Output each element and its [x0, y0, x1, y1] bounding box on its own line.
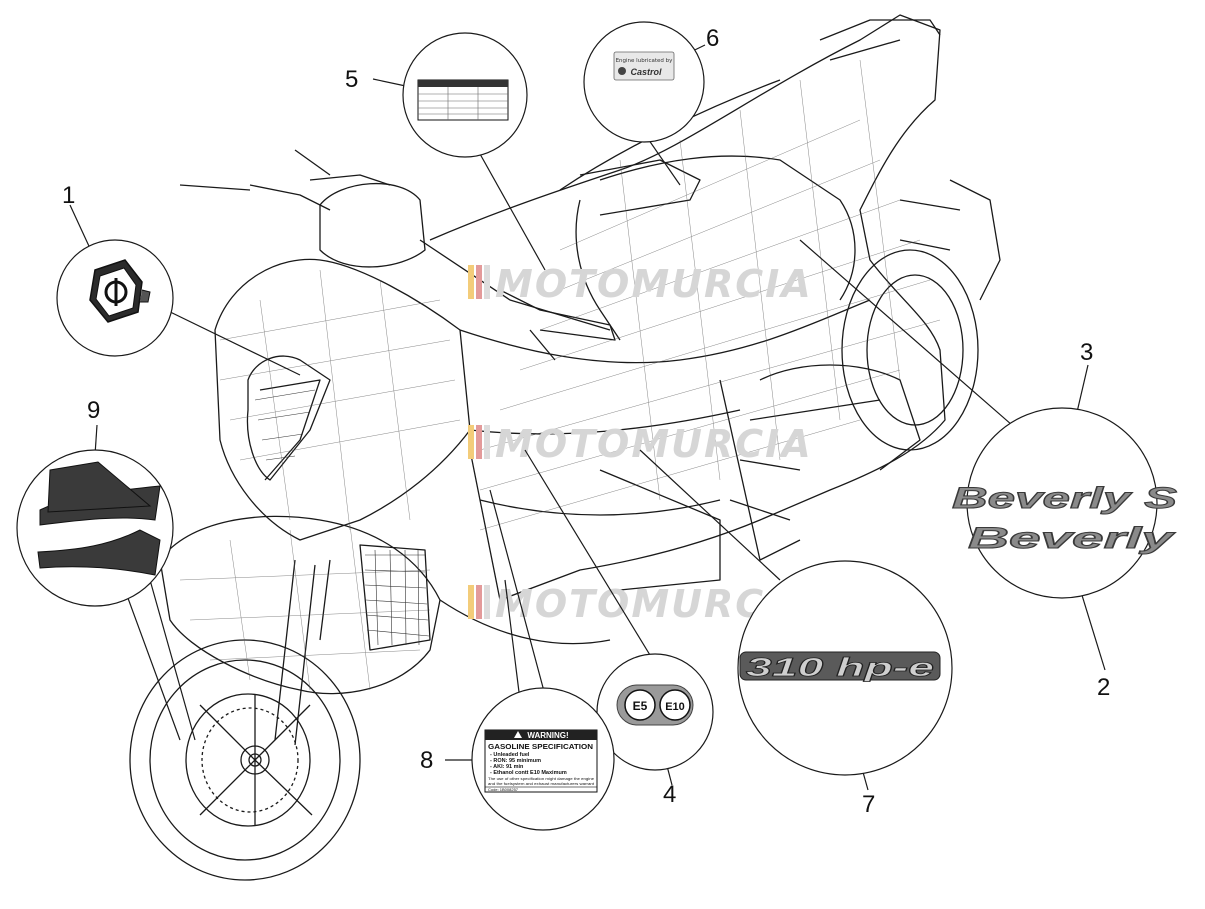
- warning-line: The use of other specification might dam…: [488, 777, 594, 781]
- leader-9c: [124, 589, 181, 741]
- warning-line: and the fuelsystem and exhaust manufactu…: [488, 782, 595, 786]
- tyre-pressure-label: [417, 79, 509, 121]
- beverly-s-logo: Beverly S: [952, 482, 1177, 515]
- watermark-text: MOTOMURCIA: [495, 262, 813, 306]
- callout-9: 9: [87, 397, 100, 424]
- castrol-label: Engine lubricated by Castrol: [613, 51, 675, 81]
- callout-4: 4: [663, 781, 676, 808]
- watermark-text: MOTOMURCIA: [495, 422, 813, 466]
- fuel-e5: E5: [633, 699, 648, 713]
- piaggio-emblem-icon: [89, 259, 151, 323]
- callout-5: 5: [345, 66, 358, 93]
- callout-numbers: 1 2 3 4 5 6 7 8 9: [62, 25, 1110, 818]
- engine-badge: 310 hp-e: [739, 651, 941, 682]
- detail-circle-beverly: [966, 407, 1158, 599]
- watermark: MOTOMURCIA: [468, 422, 813, 466]
- warning-line: - Ethanol contt E10 Maximum: [490, 770, 567, 776]
- callout-1: 1: [62, 182, 75, 209]
- scooter-drawing: [129, 14, 1001, 881]
- callout-8: 8: [420, 747, 433, 774]
- leader-8b: [489, 489, 546, 696]
- warning-line: - Unleaded fuel: [490, 752, 530, 758]
- panel-grid: [179, 59, 941, 691]
- watermark: MOTOMURCIA: [468, 262, 813, 306]
- leader-1b: [161, 307, 301, 376]
- warning-title: WARNING!: [527, 731, 568, 740]
- front-fairing: [159, 258, 471, 695]
- leader-2-3-body: [799, 239, 1021, 433]
- leader-4a: [524, 449, 654, 661]
- watermarks: MOTOMURCIA MOTOMURCIA MOTOMURCIA: [468, 262, 813, 626]
- castrol-caption: Engine lubricated by: [616, 58, 674, 64]
- callout-7: 7: [862, 791, 875, 818]
- front-grille: [254, 389, 430, 646]
- warning-code: Code: 1B008257: [488, 787, 519, 792]
- beverly-logo: Beverly: [968, 522, 1175, 555]
- fuel-compat-label: E5 E10: [616, 684, 694, 726]
- callout-3: 3: [1080, 339, 1093, 366]
- warning-line: - AKI: 91 min: [490, 764, 524, 770]
- warning-label: WARNING! GASOLINE SPECIFICATION - Unlead…: [484, 729, 598, 793]
- callout-6: 6: [706, 25, 719, 52]
- leader-5b: [474, 144, 546, 271]
- leader-7a: [639, 449, 781, 581]
- leader-8c: [504, 579, 521, 701]
- warning-line: - RON: 95 minimum: [490, 758, 541, 764]
- callout-2: 2: [1097, 674, 1110, 701]
- castrol-brand: Castrol: [630, 67, 662, 77]
- engine-badge-text: 310 hp-e: [746, 652, 934, 682]
- front-fork: [274, 559, 331, 746]
- rear-wheel: [841, 249, 979, 451]
- body-panels: [179, 14, 1001, 645]
- front-wheel: [129, 639, 361, 881]
- detail-circle-castrol: [583, 21, 705, 143]
- handlebar: [249, 149, 616, 361]
- leader-9b: [149, 579, 196, 741]
- protective-strips: [37, 461, 161, 576]
- beverly-logos: Beverly S Beverly: [952, 482, 1178, 556]
- warning-heading: GASOLINE SPECIFICATION: [488, 744, 593, 751]
- fuel-e10: E10: [665, 701, 685, 713]
